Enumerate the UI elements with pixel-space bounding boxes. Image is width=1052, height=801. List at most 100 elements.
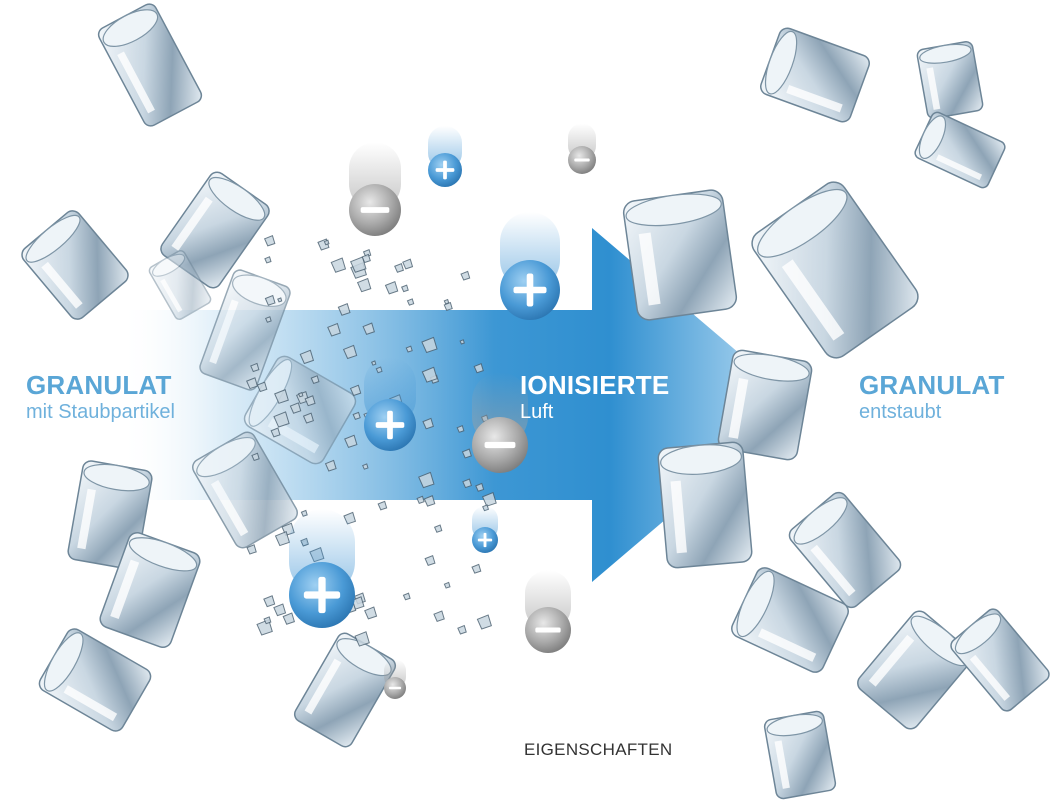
dust-particle <box>265 316 272 323</box>
dust-particle <box>364 606 378 620</box>
input-granulate-title: GRANULAT <box>26 370 172 400</box>
dust-particle <box>270 427 281 438</box>
dust-particle <box>273 603 287 617</box>
dust-particle <box>356 277 372 293</box>
ionized-air-subtitle: Luft <box>520 401 554 423</box>
dust-particle <box>461 448 472 459</box>
dust-particle <box>443 581 451 589</box>
output-granulate-subtitle: entstaubt <box>859 401 942 423</box>
granule-pellet <box>914 111 1006 189</box>
dust-particle <box>362 463 369 470</box>
dust-particle <box>263 235 276 247</box>
ion-group <box>289 123 596 699</box>
dust-particle <box>302 412 314 424</box>
dust-particle <box>264 294 276 306</box>
input-granulate-subtitle: mit Staubpartikel <box>26 401 175 423</box>
granule-pellet <box>788 491 902 609</box>
dust-particle <box>304 395 316 407</box>
dust-particle <box>323 239 330 246</box>
positive-ion-icon <box>289 509 355 628</box>
dust-particle <box>264 256 272 264</box>
dust-particle <box>263 616 272 625</box>
granule-pellet <box>97 3 203 127</box>
dust-particle <box>251 452 260 462</box>
granule-pellet <box>148 250 212 320</box>
dust-particle <box>471 563 482 574</box>
dust-particle <box>352 411 361 420</box>
dust-particle <box>418 471 435 489</box>
dust-particle <box>476 614 492 630</box>
dust-particle <box>324 459 337 472</box>
dust-particle <box>282 612 295 625</box>
ionized-air-title: IONISIERTE <box>520 370 670 400</box>
dust-particle <box>481 491 497 507</box>
dust-particle <box>433 610 445 622</box>
granule-pellet <box>763 710 837 800</box>
dust-particle <box>422 417 434 430</box>
dust-particle <box>402 258 414 270</box>
granule-pellet <box>657 441 753 569</box>
output-granulate-label: GRANULAT entstaubt <box>859 372 1005 422</box>
granule-pellet <box>21 210 129 320</box>
dust-particle <box>277 297 283 303</box>
granule-pellet <box>751 181 919 359</box>
dust-particle <box>423 495 436 507</box>
input-granulate-label: GRANULAT mit Staubpartikel <box>26 372 175 422</box>
dust-particle <box>273 411 290 428</box>
dust-particle <box>297 391 304 398</box>
granule-pellet <box>717 349 813 461</box>
dust-particle <box>263 595 276 608</box>
dust-particle <box>327 322 341 337</box>
positive-ion-icon <box>428 125 462 187</box>
positive-ion-icon <box>472 506 498 553</box>
dust-particle <box>401 284 409 293</box>
granule-pellet <box>760 27 870 123</box>
dust-particle <box>337 303 351 316</box>
dust-particle <box>433 524 443 533</box>
negative-ion-icon <box>384 659 406 699</box>
dust-particle <box>289 402 302 414</box>
granule-pellet <box>99 531 201 649</box>
dust-particle <box>443 301 453 312</box>
dust-particle <box>299 349 315 365</box>
granule-pellet <box>293 632 397 748</box>
dust-particle <box>405 345 413 353</box>
granule-pellet <box>916 40 984 120</box>
dust-particle <box>475 482 485 492</box>
granule-pellet <box>857 610 973 730</box>
positive-ion-icon <box>500 212 560 320</box>
dust-particle <box>246 544 257 555</box>
dust-particle <box>421 366 438 383</box>
dust-particle <box>424 554 436 567</box>
dust-particle <box>344 434 358 449</box>
dust-particle <box>256 381 268 393</box>
dust-particle <box>330 257 347 273</box>
footer-caption: EIGENSCHAFTEN <box>524 740 673 759</box>
dust-particle <box>416 495 425 504</box>
granule-group <box>21 3 1050 800</box>
granule-pellet <box>731 567 849 673</box>
output-granulate-title: GRANULAT <box>859 370 1005 400</box>
dust-particle <box>402 592 411 601</box>
dust-particle <box>421 336 438 354</box>
dust-particle <box>362 322 375 335</box>
dust-particle <box>394 262 404 273</box>
dust-particle <box>473 363 484 374</box>
dust-particle <box>384 280 399 295</box>
negative-ion-icon <box>525 570 571 653</box>
dust-particle <box>460 270 471 281</box>
dust-particle <box>462 478 472 489</box>
dust-particle <box>274 389 289 404</box>
dust-particle <box>377 500 388 511</box>
dust-particle <box>406 298 415 306</box>
negative-ion-icon <box>472 372 528 473</box>
granule-pellet <box>67 460 153 570</box>
dust-particle <box>274 531 291 547</box>
granule-pellet <box>950 608 1050 712</box>
dust-particle <box>250 362 260 373</box>
dust-particle <box>354 631 370 647</box>
flow-arrow <box>120 228 800 582</box>
positive-ion-icon <box>364 357 416 451</box>
dust-particle <box>459 339 465 345</box>
negative-ion-icon <box>568 123 596 174</box>
